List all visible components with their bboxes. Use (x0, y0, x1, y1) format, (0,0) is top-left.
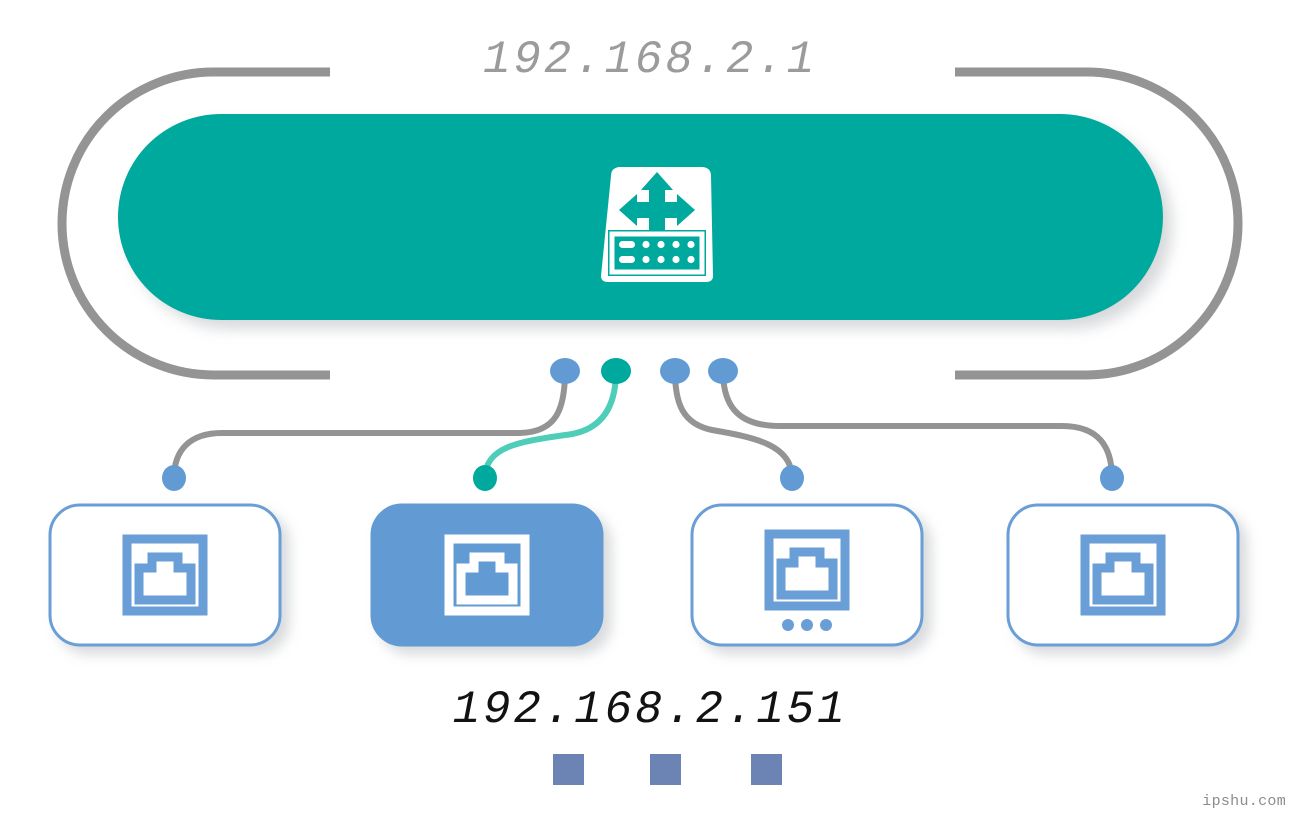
ethernet-port-icon (764, 529, 850, 611)
endpoint-dots[interactable] (162, 465, 1124, 491)
octet-square-3 (751, 754, 782, 785)
router-ip-label: 192.168.2.1 (482, 34, 817, 86)
host-1[interactable] (48, 503, 282, 647)
bracket-left (57, 67, 330, 380)
octet-square-1 (553, 754, 584, 785)
port-3-dot[interactable] (660, 358, 690, 384)
host-ip-label: 192.168.2.151 (452, 684, 848, 736)
port-2-dot[interactable] (601, 358, 631, 384)
octet-squares (553, 754, 782, 785)
cable-1 (171, 368, 568, 481)
port-4-dot[interactable] (708, 358, 738, 384)
network-bracket (57, 67, 1243, 380)
uplink-port-dots[interactable] (550, 358, 738, 384)
cable-4 (720, 368, 1115, 481)
endpoint-dot-3[interactable] (780, 465, 804, 491)
cable-3 (672, 368, 795, 481)
ethernet-port-icon (122, 534, 208, 616)
cable-group (171, 368, 1115, 481)
watermark: ipshu.com (1202, 793, 1286, 810)
ethernet-port-icon (1080, 534, 1166, 616)
endpoint-dot-2[interactable] (473, 465, 497, 491)
host-2[interactable] (370, 503, 604, 647)
host-4[interactable] (1006, 503, 1240, 647)
router-icon (601, 167, 713, 282)
host-3[interactable] (690, 503, 924, 647)
bracket-right (955, 67, 1243, 380)
ethernet-port-icon (444, 534, 530, 616)
cable-2[interactable] (482, 368, 619, 481)
endpoint-dot-1[interactable] (162, 465, 186, 491)
more-hosts-ellipsis-icon (782, 619, 832, 631)
port-1-dot[interactable] (550, 358, 580, 384)
octet-square-2 (650, 754, 681, 785)
endpoint-dot-4[interactable] (1100, 465, 1124, 491)
